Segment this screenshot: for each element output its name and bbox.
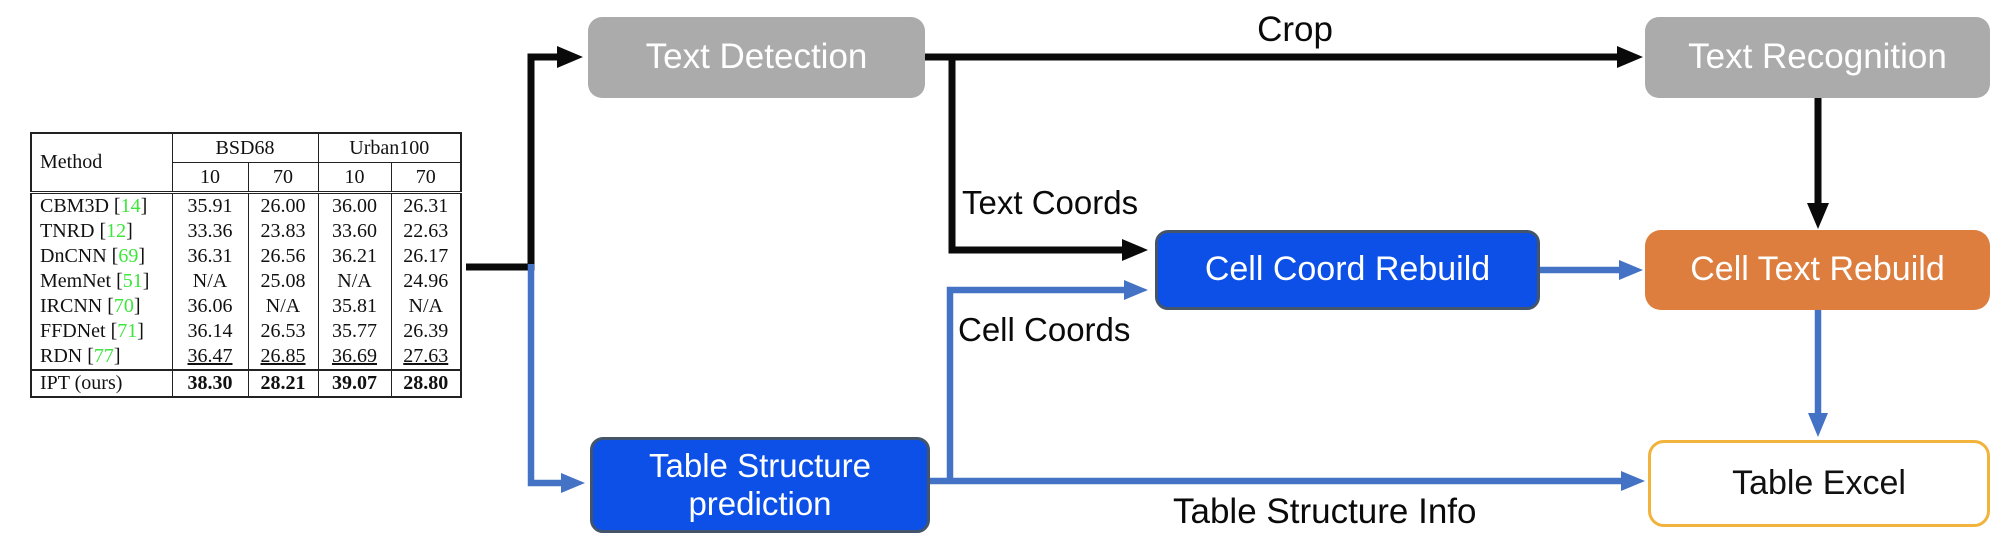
value-cell: 36.31 — [171, 244, 248, 269]
value-cell: 36.47 — [171, 344, 248, 370]
arrow-input-to-table-structure-prediction — [527, 264, 585, 493]
value-cell: N/A — [317, 269, 391, 294]
node-table-structure-prediction: Table Structure prediction — [590, 437, 930, 533]
edge-label-cell-coords: Cell Coords — [958, 311, 1131, 348]
subcol-header: 70 — [247, 162, 318, 194]
table-row: DnCNN [69] 36.31 26.56 36.21 26.17 — [31, 244, 461, 269]
value-cell: 36.00 — [317, 192, 391, 219]
edge-label-table-structure-info: Table Structure Info — [1173, 492, 1477, 531]
node-table-excel: Table Excel — [1648, 440, 1990, 527]
subcol-header: 10 — [317, 162, 391, 194]
col-group-bsd68: BSD68 — [171, 133, 318, 163]
benchmark-table: Method BSD68 Urban100 10 70 10 70 CBM3D … — [30, 132, 462, 398]
method-cell: DnCNN [69] — [40, 245, 146, 267]
method-cell: FFDNet [71] — [40, 320, 144, 342]
table-row: MemNet [51] N/A 25.08 N/A 24.96 — [31, 269, 461, 294]
value-cell: 36.21 — [317, 244, 391, 269]
edge-label-text-coords: Text Coords — [962, 184, 1139, 221]
value-cell: 26.00 — [247, 192, 318, 219]
table-header-row: Method BSD68 Urban100 — [31, 133, 461, 194]
value-cell: 22.63 — [390, 219, 461, 244]
node-text-recognition: Text Recognition — [1645, 17, 1990, 98]
method-cell: RDN [77] — [40, 345, 121, 367]
value-cell: 26.39 — [390, 319, 461, 344]
value-cell: N/A — [390, 294, 461, 319]
value-cell: 26.85 — [247, 344, 318, 370]
value-cell: 36.69 — [317, 344, 391, 370]
value-cell: 33.60 — [317, 219, 391, 244]
value-cell: 35.91 — [171, 192, 248, 219]
table-subheader-row: 10 70 10 70 — [31, 162, 461, 194]
node-cell-coord-rebuild: Cell Coord Rebuild — [1155, 230, 1540, 310]
col-header-method: Method — [31, 133, 172, 194]
value-cell: 33.36 — [171, 219, 248, 244]
value-cell: 35.81 — [317, 294, 391, 319]
table-row: IPT (ours) 38.30 28.21 39.07 28.80 — [31, 369, 461, 397]
method-cell: TNRD [12] — [40, 220, 133, 242]
table-row: TNRD [12] 33.36 23.83 33.60 22.63 — [31, 219, 461, 244]
value-cell: 28.21 — [247, 369, 318, 397]
arrow-input-to-text-detection — [466, 46, 583, 271]
value-cell: 26.17 — [390, 244, 461, 269]
table-row: FFDNet [71] 36.14 26.53 35.77 26.39 — [31, 319, 461, 344]
value-cell: 27.63 — [390, 344, 461, 370]
edge-label-crop: Crop — [1257, 10, 1333, 49]
method-cell: IRCNN [70] — [40, 295, 141, 317]
method-cell: IPT (ours) — [31, 369, 172, 397]
value-cell: 26.53 — [247, 319, 318, 344]
method-cell: CBM3D [14] — [40, 195, 148, 217]
table-row: IRCNN [70] 36.06 N/A 35.81 N/A — [31, 294, 461, 319]
subcol-header: 70 — [390, 162, 461, 194]
value-cell: 35.77 — [317, 319, 391, 344]
node-text-detection: Text Detection — [588, 17, 925, 98]
input-table-image: Method BSD68 Urban100 10 70 10 70 CBM3D … — [30, 132, 462, 398]
value-cell: 24.96 — [390, 269, 461, 294]
value-cell: 28.80 — [390, 369, 461, 397]
value-cell: 36.06 — [171, 294, 248, 319]
value-cell: 39.07 — [317, 369, 391, 397]
method-cell: MemNet [51] — [40, 270, 150, 292]
node-cell-text-rebuild: Cell Text Rebuild — [1645, 230, 1990, 310]
table-row: CBM3D [14] 35.91 26.00 36.00 26.31 — [31, 192, 461, 219]
value-cell: N/A — [171, 269, 248, 294]
col-group-urban100: Urban100 — [317, 133, 461, 163]
value-cell: 23.83 — [247, 219, 318, 244]
value-cell: 26.31 — [390, 192, 461, 219]
table-row: RDN [77] 36.47 26.85 36.69 27.63 — [31, 344, 461, 370]
value-cell: 26.56 — [247, 244, 318, 269]
value-cell: 36.14 — [171, 319, 248, 344]
value-cell: 25.08 — [247, 269, 318, 294]
value-cell: N/A — [247, 294, 318, 319]
value-cell: 38.30 — [171, 369, 248, 397]
subcol-header: 10 — [171, 162, 248, 194]
